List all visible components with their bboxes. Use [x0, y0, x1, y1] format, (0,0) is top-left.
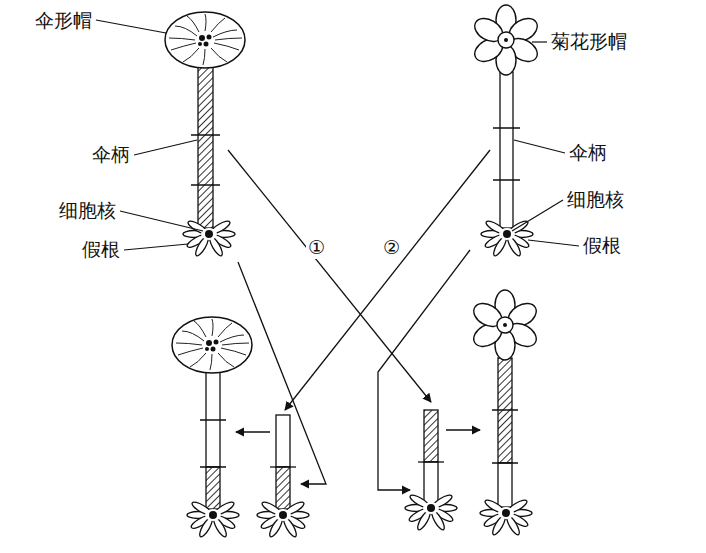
chrysanthemum-alga — [500, 72, 513, 228]
umbrella-alga — [183, 219, 235, 257]
leader-line — [120, 211, 203, 231]
regenerated-umbrella-alga — [206, 370, 220, 467]
leader-line — [134, 140, 197, 155]
part-label: 假根 — [581, 234, 623, 257]
part-label: 伞形帽 — [33, 9, 94, 32]
graft-piece-left — [276, 467, 290, 509]
graft-piece-left — [270, 466, 296, 467]
regenerated-chrysanthemum-alga — [470, 290, 541, 360]
umbrella-alga — [198, 66, 213, 228]
umbrella-alga — [165, 12, 245, 68]
graft-piece-left — [276, 415, 290, 467]
regenerated-chrysanthemum-alga — [492, 410, 518, 463]
leader-line — [96, 20, 166, 33]
transfer-arrow — [228, 150, 490, 490]
regenerated-umbrella-alga — [187, 500, 239, 538]
leader-line — [96, 20, 579, 250]
chrysanthemum-alga — [471, 5, 542, 75]
part-label: 假根 — [80, 238, 122, 261]
transfer-arrow — [238, 262, 326, 484]
part-label: 细胞核 — [565, 188, 626, 211]
graft-piece-right — [424, 462, 438, 504]
transfer-arrow — [378, 250, 470, 490]
regenerated-umbrella-alga — [206, 467, 220, 509]
transfer-arrow — [228, 150, 431, 402]
graft-piece-left — [257, 500, 309, 538]
regenerated-umbrella-alga — [172, 317, 252, 373]
part-label: 伞柄 — [90, 143, 132, 166]
transfer-arrow — [446, 429, 480, 430]
callout-number: ① — [306, 236, 327, 259]
graft-piece-left — [257, 415, 309, 538]
regenerated-umbrella-alga — [172, 317, 252, 538]
part-label: 伞柄 — [567, 141, 609, 164]
leader-line — [514, 140, 565, 153]
leader-line — [124, 244, 188, 250]
callout-number: ② — [381, 236, 402, 259]
regenerated-chrysanthemum-alga — [498, 463, 512, 507]
graft-piece-right — [418, 461, 444, 462]
transfer-arrow — [285, 150, 490, 410]
leader-line — [528, 240, 579, 246]
graft-piece-right — [405, 410, 457, 531]
part-label: 细胞核 — [57, 199, 118, 222]
umbrella-alga — [191, 135, 220, 185]
graft-piece-right — [424, 410, 438, 462]
transfer-arrow — [236, 431, 270, 432]
regenerated-chrysanthemum-alga — [470, 290, 541, 536]
part-label: 菊花形帽 — [549, 30, 629, 53]
chrysanthemum-alga — [481, 219, 533, 257]
regenerated-umbrella-alga — [200, 420, 226, 467]
umbrella-alga — [165, 12, 245, 257]
chrysanthemum-alga — [493, 128, 520, 180]
leader-line — [532, 41, 547, 42]
regenerated-chrysanthemum-alga — [480, 498, 532, 536]
graft-piece-right — [405, 493, 457, 531]
leader-line — [512, 200, 563, 231]
